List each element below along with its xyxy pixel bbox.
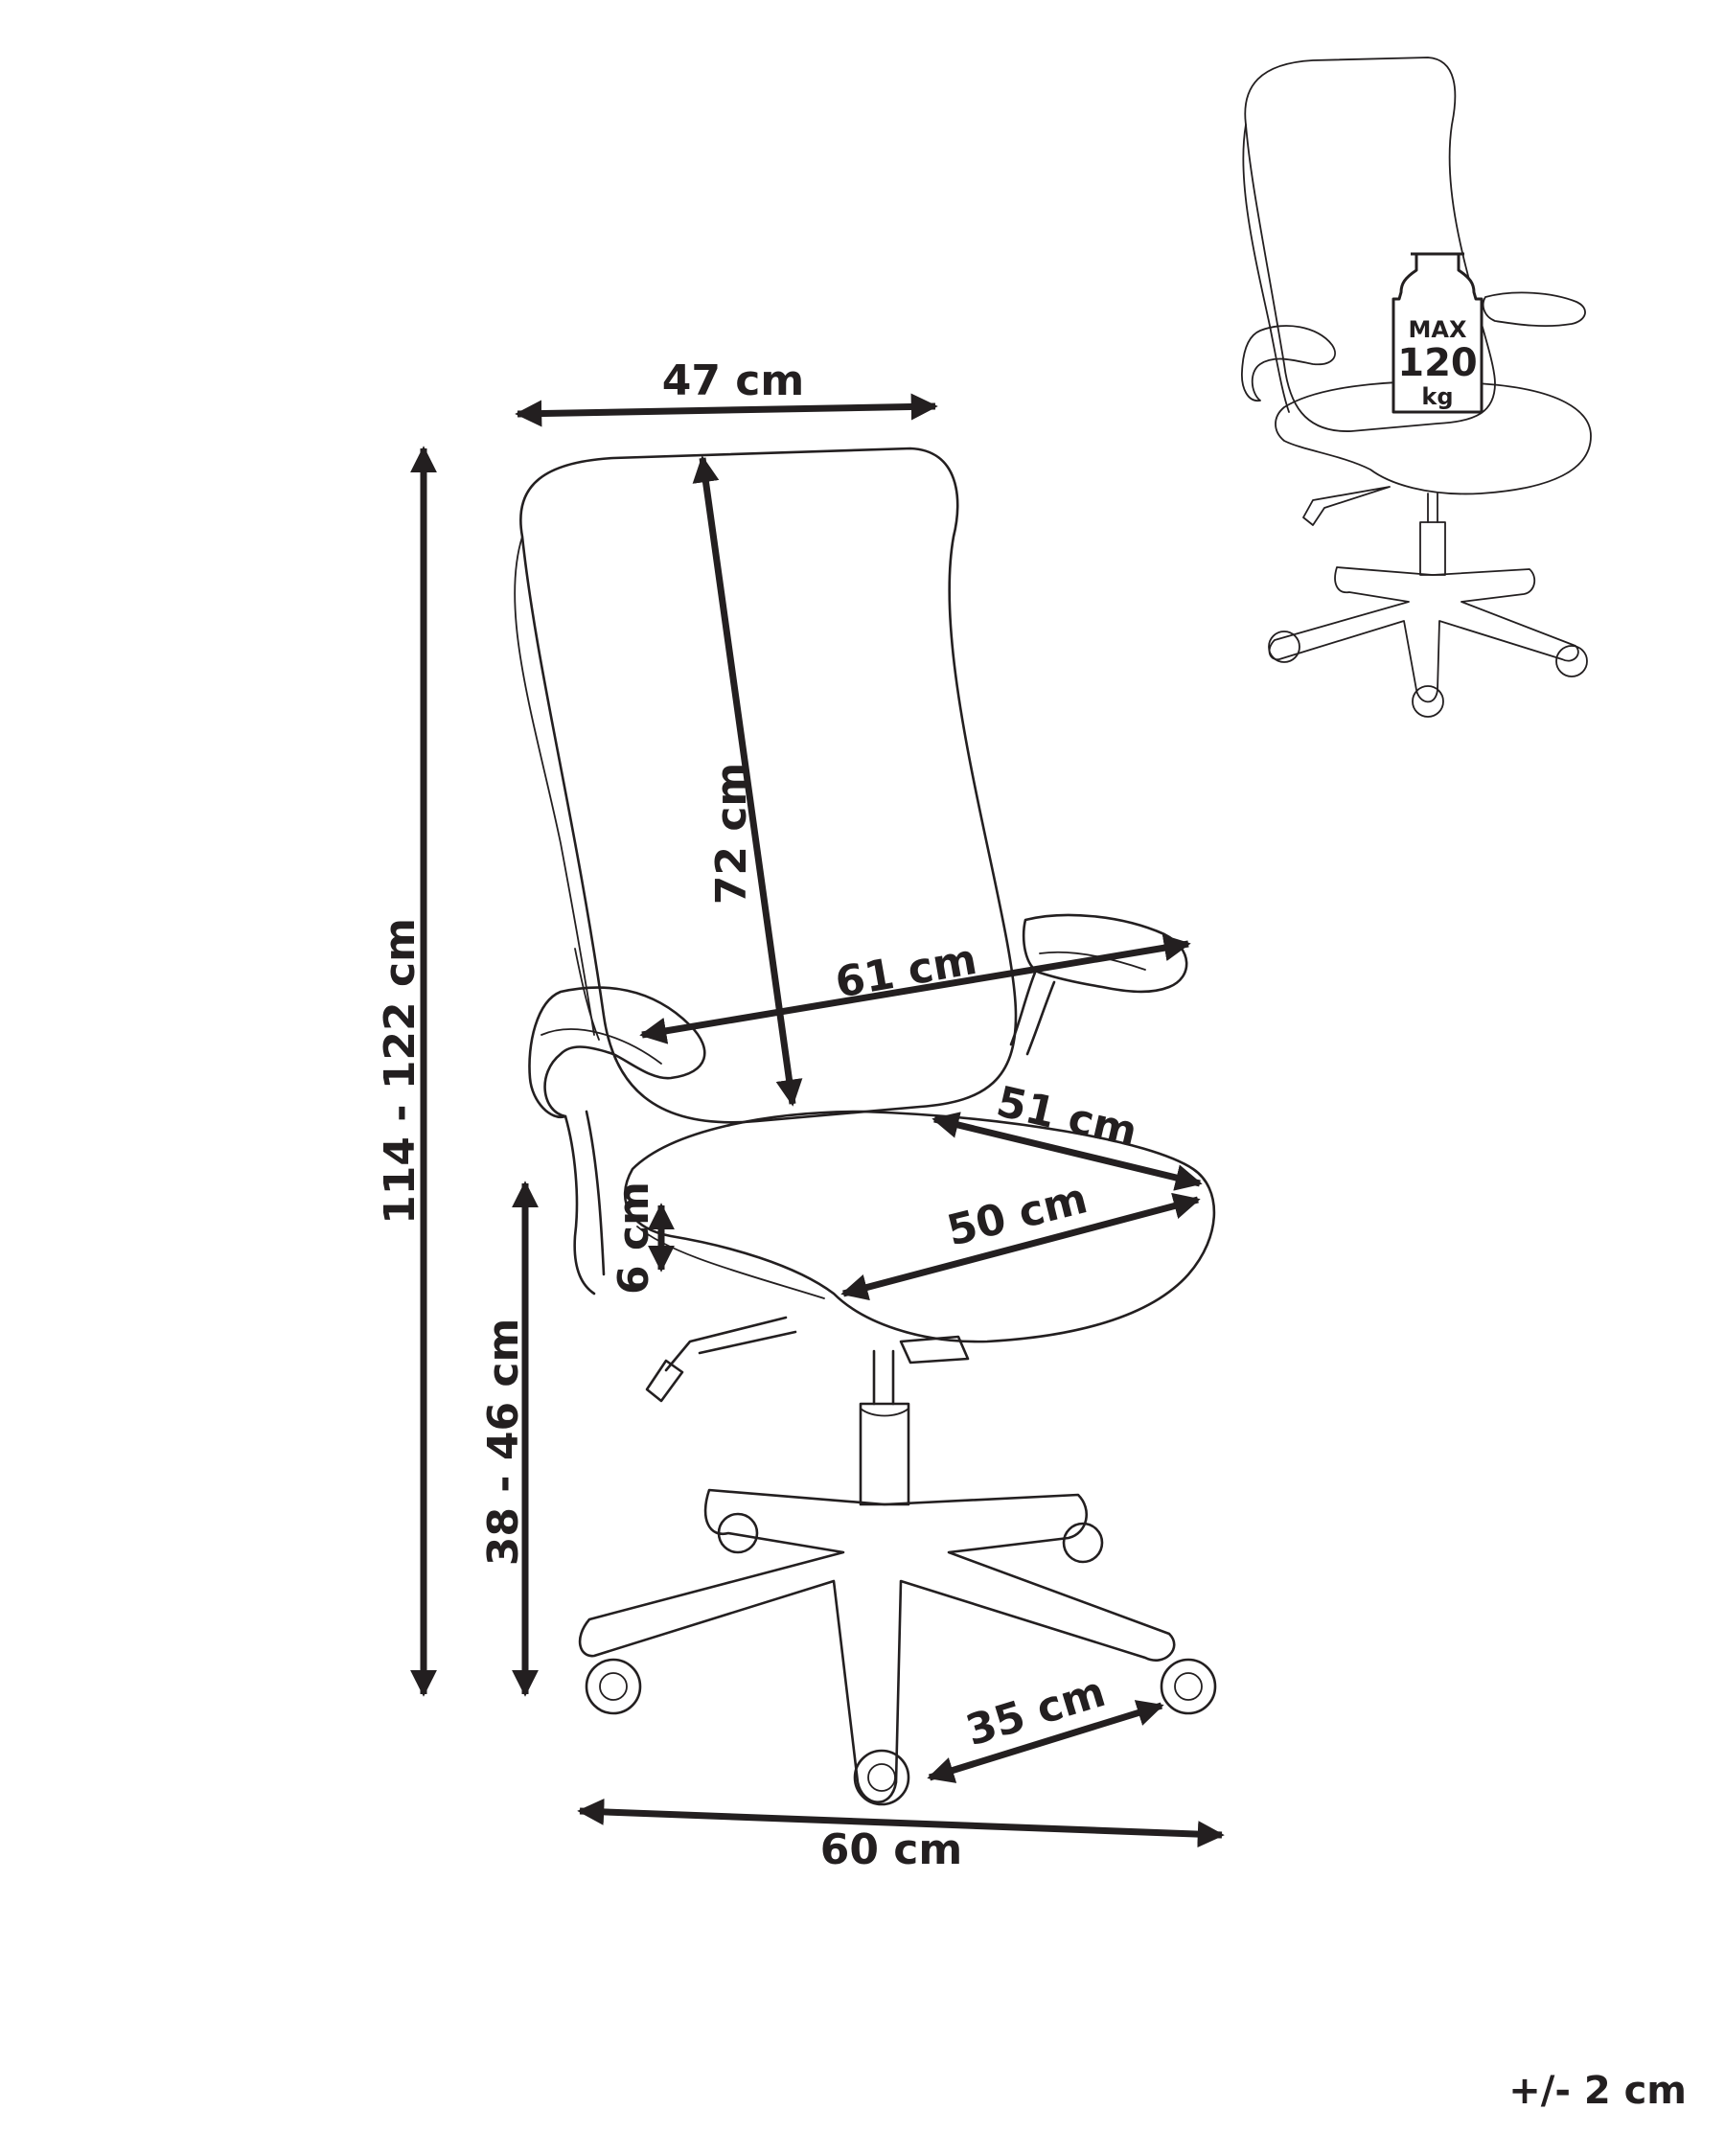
height-lever bbox=[664, 1316, 797, 1372]
weight-icon-shape bbox=[1392, 252, 1484, 414]
thumbnail-chair: MAX 120 kg bbox=[1241, 57, 1592, 718]
dim-line-armrest-width bbox=[639, 934, 1191, 1044]
weight-unit-label: kg bbox=[1421, 383, 1453, 410]
label-seat-depth: 51 cm bbox=[992, 1077, 1141, 1157]
weight-max-label: MAX bbox=[1409, 316, 1467, 343]
caster-back-right bbox=[1062, 1522, 1104, 1564]
dimension-lines bbox=[410, 393, 1225, 1848]
left-arm-support bbox=[564, 1114, 596, 1296]
dim-line-width-back bbox=[515, 393, 938, 427]
weight-icon: MAX 120 kg bbox=[1392, 252, 1484, 414]
dim-line-seat-depth bbox=[932, 1112, 1203, 1191]
caster-back-left bbox=[717, 1512, 759, 1554]
left-armrest bbox=[528, 986, 706, 1119]
backrest-edge bbox=[514, 536, 595, 1036]
seat-mechanism bbox=[899, 1335, 970, 1365]
weight-value-label: 120 bbox=[1397, 341, 1478, 385]
caster-front-right bbox=[1160, 1658, 1217, 1715]
five-star-base bbox=[578, 1488, 1176, 1803]
tolerance-note: +/- 2 cm bbox=[1508, 2069, 1687, 2113]
backrest bbox=[519, 447, 1018, 1124]
label-armrest-width: 61 cm bbox=[832, 935, 980, 1008]
gas-cylinder bbox=[859, 1402, 910, 1506]
label-seat-width: 50 cm bbox=[942, 1174, 1092, 1255]
dim-line-caster-spacing bbox=[927, 1700, 1164, 1783]
dim-line-base-width bbox=[577, 1798, 1225, 1848]
label-seat-thickness: 6 cm bbox=[610, 1181, 658, 1295]
label-total-height: 114 - 122 cm bbox=[376, 918, 425, 1225]
dim-line-seat-width bbox=[840, 1192, 1201, 1301]
label-width-back: 47 cm bbox=[662, 356, 804, 405]
dimension-labels: 47 cm 114 - 122 cm 72 cm 61 cm 51 cm 50 … bbox=[376, 356, 1141, 1874]
caster-front-center bbox=[853, 1749, 910, 1806]
label-back-height: 72 cm bbox=[707, 763, 756, 905]
label-seat-height: 38 - 46 cm bbox=[479, 1319, 528, 1567]
gas-cylinder-upper bbox=[872, 1349, 895, 1406]
label-base-width: 60 cm bbox=[820, 1825, 962, 1874]
caster-front-left bbox=[585, 1658, 642, 1715]
